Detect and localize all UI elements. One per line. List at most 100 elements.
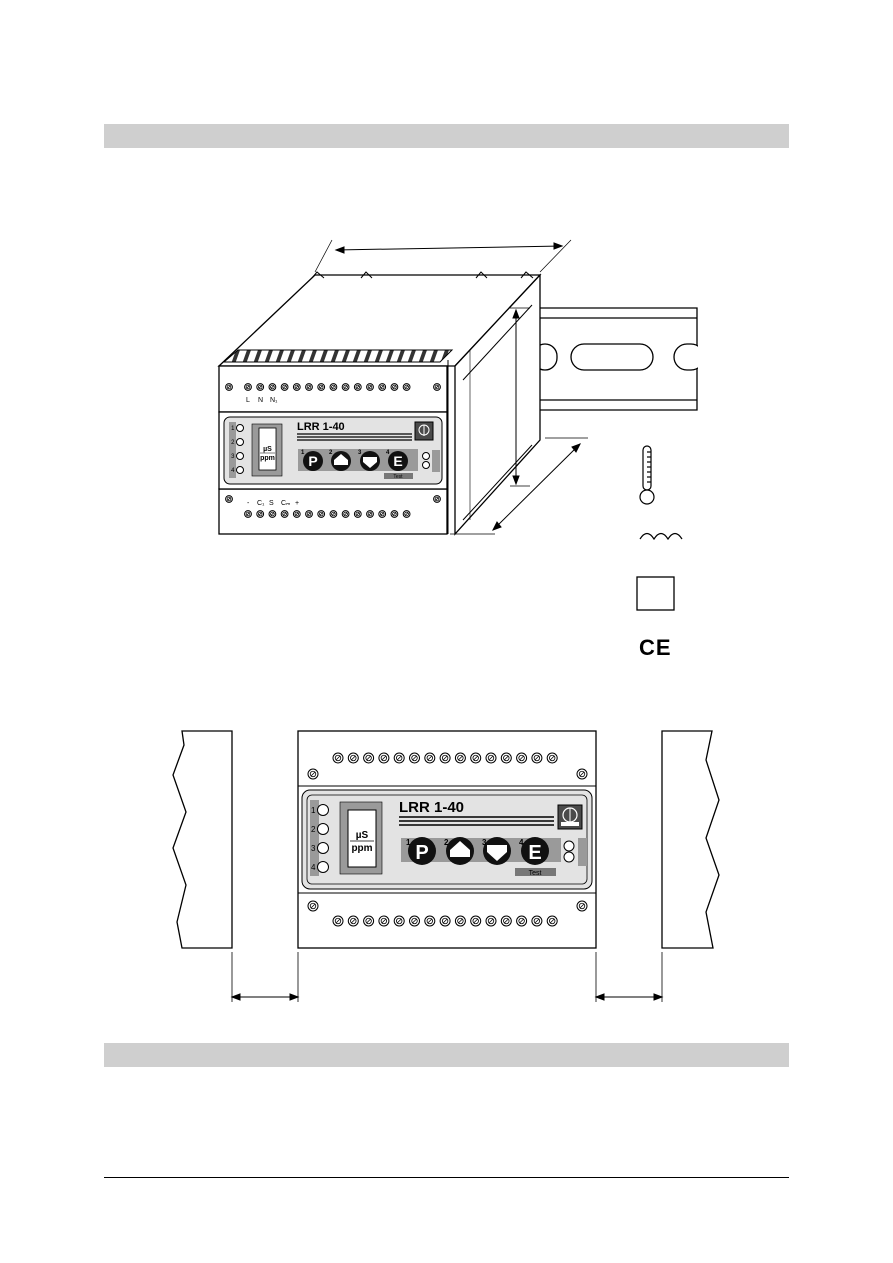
terminal-screw-top (390, 383, 399, 391)
terminal-screw-top (280, 383, 289, 391)
terminal-screw-bottom (341, 510, 350, 518)
din-rail (532, 300, 710, 420)
mounting-screw (225, 495, 233, 503)
iso-status-led (236, 452, 244, 460)
terminal-screw-top (439, 752, 451, 764)
terminal-screw-top (329, 383, 338, 391)
front-button-e[interactable]: E (521, 837, 549, 865)
mounting-screw (576, 900, 588, 912)
terminal-screw-bottom (378, 510, 387, 518)
terminal-screw-bottom (409, 915, 420, 927)
terminal-screw-bottom (268, 510, 277, 518)
iso-status-led (236, 424, 244, 432)
iso-test-label: Test (393, 474, 403, 480)
terminal-screw-bottom (329, 510, 338, 518)
terminal-screw-top (332, 752, 344, 764)
front-button-down[interactable] (483, 837, 511, 865)
terminal-screw-bottom (393, 915, 405, 927)
terminal-screw-bottom (366, 510, 374, 518)
iso-model-label: LRR 1-40 (297, 421, 345, 433)
terminal-screw-top (363, 752, 375, 764)
iso-button-e[interactable]: E (388, 451, 408, 471)
iso-bterm-label-3: S (269, 500, 274, 507)
terminal-screw-bottom (280, 510, 289, 518)
terminal-screw-bottom (402, 510, 411, 518)
terminal-screw-top (347, 752, 359, 764)
terminal-screw-top (409, 752, 420, 764)
terminal-screw-top (424, 752, 436, 764)
terminal-screw-bottom (353, 510, 362, 518)
iso-button-up[interactable] (331, 451, 351, 471)
iso-status-led (236, 466, 244, 474)
terminal-screw-top (402, 383, 411, 391)
iso-term-label-l: L (246, 397, 250, 404)
terminal-screw-bottom (531, 915, 543, 927)
terminal-screw-top (454, 752, 466, 764)
svg-text:E: E (393, 453, 402, 469)
terminal-screw-top (366, 383, 374, 391)
front-btn-num-1: 1 (406, 838, 411, 847)
terminal-screw-bottom (305, 510, 313, 518)
iso-status-led (236, 438, 244, 446)
iso-btn-num-4: 4 (386, 450, 390, 456)
iso-led-number: 1 (231, 426, 235, 432)
terminal-screw-bottom (470, 915, 482, 927)
front-button-p[interactable]: P (408, 837, 436, 865)
square-icon (636, 576, 675, 611)
terminal-screw-top (516, 752, 528, 764)
mounting-screw (433, 495, 441, 503)
condensation-icon (639, 532, 683, 541)
terminal-screw-top (244, 383, 252, 391)
iso-term-label-n: N (258, 397, 263, 404)
terminal-screw-bottom (500, 915, 512, 927)
iso-button-down[interactable] (360, 451, 380, 471)
iso-led-number: 3 (231, 454, 235, 460)
terminal-screw-top (546, 752, 558, 764)
terminal-screw-bottom (347, 915, 359, 927)
iso-btn-num-1: 1 (301, 450, 305, 456)
mounting-screw (576, 768, 588, 780)
terminal-screw-top (256, 383, 265, 391)
iso-btn-num-3: 3 (358, 450, 362, 456)
front-model-label: LRR 1-40 (399, 799, 464, 816)
iso-unit-top: µS (263, 446, 272, 453)
front-status-led (317, 861, 329, 873)
iso-unit-bottom: ppm (260, 455, 275, 462)
front-btn-num-4: 4 (519, 838, 524, 847)
mounting-screw (307, 900, 319, 912)
terminal-screw-top (292, 383, 301, 391)
front-button-up[interactable] (446, 837, 474, 865)
terminal-screw-top (268, 383, 277, 391)
terminal-screw-top (341, 383, 350, 391)
footer-rule (104, 1177, 789, 1178)
terminal-screw-bottom (390, 510, 399, 518)
terminal-screw-top (378, 752, 390, 764)
mounting-screw (307, 768, 319, 780)
iso-bterm-label-5: + (295, 500, 299, 507)
terminal-screw-bottom (244, 510, 252, 518)
section-header-bar-top (104, 124, 789, 148)
iso-term-label-n1: N₁ (270, 397, 278, 404)
mounting-screw (225, 383, 233, 391)
thermometer-icon (639, 445, 655, 505)
front-status-led (317, 823, 329, 835)
front-status-led (317, 842, 329, 854)
terminal-screw-top (500, 752, 512, 764)
mounting-screw (433, 383, 441, 391)
terminal-screw-bottom (485, 915, 497, 927)
front-btn-num-3: 3 (482, 838, 487, 847)
terminal-screw-bottom (454, 915, 466, 927)
terminal-screw-bottom (363, 915, 375, 927)
iso-bterm-label-4: Cₘ (281, 500, 290, 507)
svg-text:P: P (308, 453, 317, 469)
iso-button-p[interactable]: P (303, 451, 323, 471)
front-status-led (317, 804, 329, 816)
terminal-screw-bottom (256, 510, 265, 518)
terminal-screw-top (353, 383, 362, 391)
terminal-screw-bottom (332, 915, 344, 927)
terminal-screw-bottom (516, 915, 528, 927)
ce-mark: CE (639, 635, 672, 660)
terminal-screw-top (317, 383, 326, 391)
terminal-screw-bottom (378, 915, 390, 927)
front-led-number: 1 (311, 806, 316, 815)
